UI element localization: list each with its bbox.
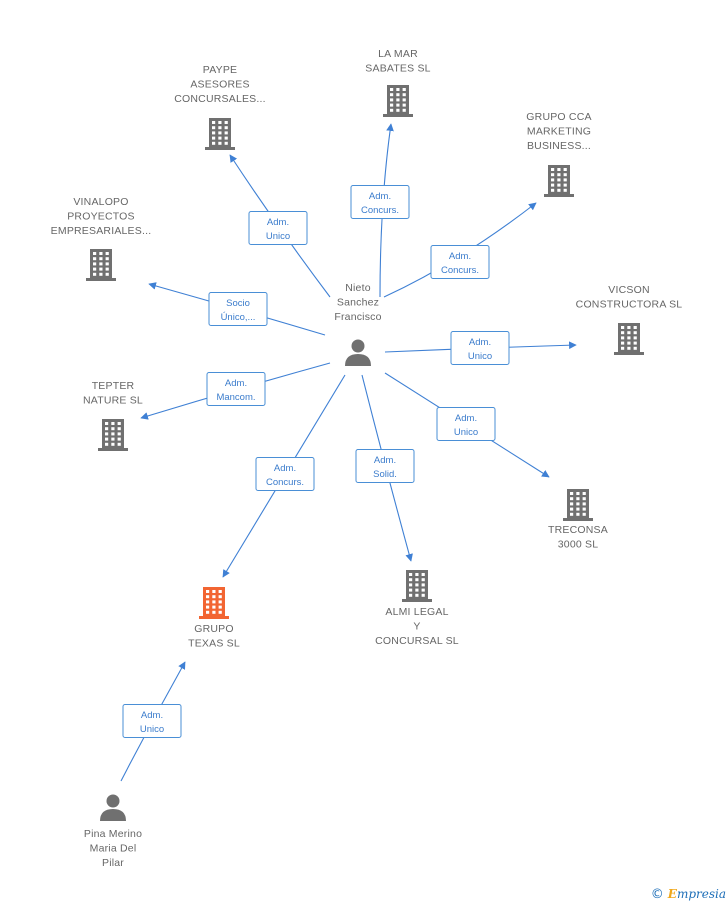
node-paype[interactable]: PAYPE ASESORES CONCURSALES...: [174, 64, 266, 150]
node-label-line[interactable]: SABATES SL: [365, 63, 430, 75]
relation-label-line: Único,...: [221, 312, 256, 323]
relation-label-line: Socio: [226, 298, 250, 309]
node-label-line[interactable]: EMPRESARIALES...: [51, 225, 152, 237]
relation-label-line: Concurs.: [441, 265, 479, 276]
building-icon[interactable]: [86, 249, 116, 281]
node-label-line[interactable]: TRECONSA: [548, 524, 608, 536]
node-label-line[interactable]: BUSINESS...: [527, 140, 591, 152]
relation-label-line: Adm.: [274, 463, 296, 474]
relation-label[interactable]: Adm. Mancom.: [206, 372, 266, 406]
relation-label[interactable]: Adm. Unico: [248, 211, 308, 245]
node-label-line[interactable]: VINALOPO: [73, 196, 128, 208]
node-label-line[interactable]: Francisco: [334, 311, 381, 323]
building-icon[interactable]: [402, 570, 432, 602]
node-label-line[interactable]: PROYECTOS: [67, 211, 135, 223]
building-icon[interactable]: [383, 85, 413, 117]
node-label-line[interactable]: VICSON: [608, 284, 649, 296]
node-label-line[interactable]: GRUPO: [194, 623, 234, 635]
node-almi[interactable]: ALMI LEGAL Y CONCURSAL SL: [375, 570, 459, 647]
copyright-symbol: ©: [650, 887, 664, 902]
building-icon[interactable]: [563, 489, 593, 521]
node-label-line[interactable]: MARKETING: [527, 126, 591, 138]
node-label-line[interactable]: LA MAR: [378, 48, 418, 60]
node-label-line[interactable]: Y: [413, 621, 420, 633]
relation-label[interactable]: Adm. Solid.: [355, 449, 415, 483]
relation-label-line: Adm.: [369, 191, 391, 202]
node-label-line[interactable]: TEPTER: [92, 380, 135, 392]
building-icon[interactable]: [614, 323, 644, 355]
building-icon[interactable]: [98, 419, 128, 451]
node-label-line[interactable]: ASESORES: [190, 79, 249, 91]
relation-label-line: Unico: [140, 724, 164, 735]
node-label-line[interactable]: CONCURSALES...: [174, 93, 266, 105]
relation-label-line: Concurs.: [266, 477, 304, 488]
relation-label-line: Unico: [266, 231, 290, 242]
building-icon[interactable]: [544, 165, 574, 197]
node-label-line[interactable]: GRUPO CCA: [526, 111, 591, 123]
relation-label-line: Adm.: [141, 710, 163, 721]
node-vicson[interactable]: VICSON CONSTRUCTORA SL: [576, 284, 683, 355]
building-icon[interactable]: [205, 118, 235, 150]
node-label-line[interactable]: PAYPE: [203, 64, 237, 76]
relation-label[interactable]: Adm. Unico: [436, 407, 496, 441]
node-label-line[interactable]: Pilar: [102, 857, 124, 869]
relation-label[interactable]: Adm. Concurs.: [350, 185, 410, 219]
relation-label[interactable]: Adm. Concurs.: [430, 245, 490, 279]
person-icon[interactable]: [100, 794, 126, 822]
node-label-line[interactable]: Pina Merino: [84, 828, 142, 840]
relation-label-line: Adm.: [455, 413, 477, 424]
relation-label-line: Unico: [454, 427, 478, 438]
brand-first-letter: E: [667, 887, 677, 901]
relation-label-line: Mancom.: [216, 392, 255, 403]
relation-label[interactable]: SocioÚnico,...: [208, 292, 268, 326]
relation-label-line: Solid.: [373, 469, 397, 480]
node-label-line[interactable]: NATURE SL: [83, 395, 143, 407]
node-treconsa[interactable]: TRECONSA 3000 SL: [548, 489, 608, 551]
relation-label[interactable]: Adm. Unico: [450, 331, 510, 365]
relation-label-line: Unico: [468, 351, 492, 362]
node-texas[interactable]: GRUPO TEXAS SL: [188, 587, 240, 650]
node-label-line[interactable]: Sanchez: [337, 297, 379, 309]
node-label-line[interactable]: TEXAS SL: [188, 638, 240, 650]
building-icon[interactable]: [199, 587, 229, 619]
node-label-line[interactable]: Maria Del: [90, 843, 137, 855]
relation-label-line: Concurs.: [361, 205, 399, 216]
edges-layer: [120, 123, 577, 782]
node-label-line[interactable]: CONCURSAL SL: [375, 635, 459, 647]
relation-label[interactable]: Adm. Concurs.: [255, 457, 315, 491]
node-label-line[interactable]: 3000 SL: [558, 539, 599, 551]
node-grupocca[interactable]: GRUPO CCA MARKETING BUSINESS...: [526, 111, 591, 197]
relation-label-line: Adm.: [374, 455, 396, 466]
node-tepter[interactable]: TEPTER NATURE SL: [83, 380, 143, 451]
node-label-line[interactable]: ALMI LEGAL: [385, 606, 448, 618]
node-label-line[interactable]: Nieto: [345, 282, 371, 294]
node-label-line[interactable]: CONSTRUCTORA SL: [576, 299, 683, 311]
relation-label[interactable]: Adm. Unico: [122, 704, 182, 738]
brand-name: mpresia: [676, 887, 726, 901]
relation-labels-layer: Adm.Concurs.Adm.UnicoAdm.Concurs.SocioÚn…: [122, 185, 510, 738]
relation-label-line: Adm.: [225, 378, 247, 389]
empresia-watermark: ©Empresia: [651, 887, 726, 902]
relation-label-line: Adm.: [449, 251, 471, 262]
person-icon[interactable]: [345, 339, 371, 367]
node-vinalopo[interactable]: VINALOPO PROYECTOS EMPRESARIALES...: [51, 196, 152, 281]
relation-label-line: Adm.: [267, 217, 289, 228]
node-lamar[interactable]: LA MAR SABATES SL: [365, 48, 431, 117]
relation-label-line: Adm.: [469, 337, 491, 348]
